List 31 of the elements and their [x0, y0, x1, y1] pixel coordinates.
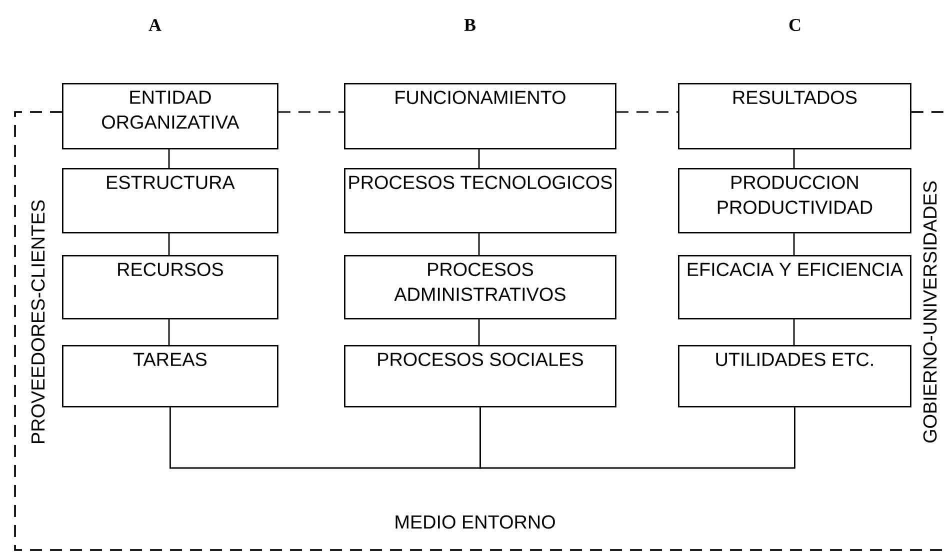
- connector-line: [478, 319, 480, 345]
- connector-line: [170, 407, 481, 469]
- process-box: ESTRUCTURA: [62, 168, 278, 234]
- process-box: FUNCIONAMIENTO: [344, 83, 616, 150]
- process-box: EFICACIA Y EFICIENCIA: [678, 255, 912, 320]
- process-box: TAREAS: [62, 345, 278, 408]
- column-letter: A: [148, 19, 162, 31]
- process-box: UTILIDADES ETC.: [678, 345, 912, 408]
- connector-line: [793, 319, 795, 345]
- connector-line: [793, 233, 795, 255]
- process-box: PROCESOS ADMINISTRATIVOS: [344, 255, 616, 320]
- process-box: RECURSOS: [62, 255, 278, 320]
- side-label: PROVEEDORES-CLIENTES: [31, 200, 45, 443]
- column-letter: C: [789, 18, 800, 32]
- side-label: MEDIO ENTORNO: [396, 515, 555, 529]
- boundary-line: [616, 111, 678, 113]
- process-box: PRODUCCION PRODUCTIVIDAD: [678, 168, 912, 234]
- column-letter: B: [464, 19, 476, 31]
- process-box: ENTIDAD ORGANIZATIVA: [62, 83, 278, 150]
- side-label: GOBIERNO-UNIVERSIDADES: [923, 181, 937, 443]
- process-box: RESULTADOS: [678, 83, 912, 150]
- connector-line: [168, 319, 170, 345]
- connector-line: [480, 407, 796, 469]
- connector-line: [168, 233, 170, 255]
- connector-line: [168, 149, 170, 168]
- connector-line: [793, 149, 795, 168]
- process-box: PROCESOS TECNOLOGICOS: [344, 168, 616, 234]
- connector-line: [478, 149, 480, 168]
- process-box: PROCESOS SOCIALES: [344, 345, 616, 408]
- connector-line: [478, 233, 480, 255]
- boundary-line: [278, 111, 344, 113]
